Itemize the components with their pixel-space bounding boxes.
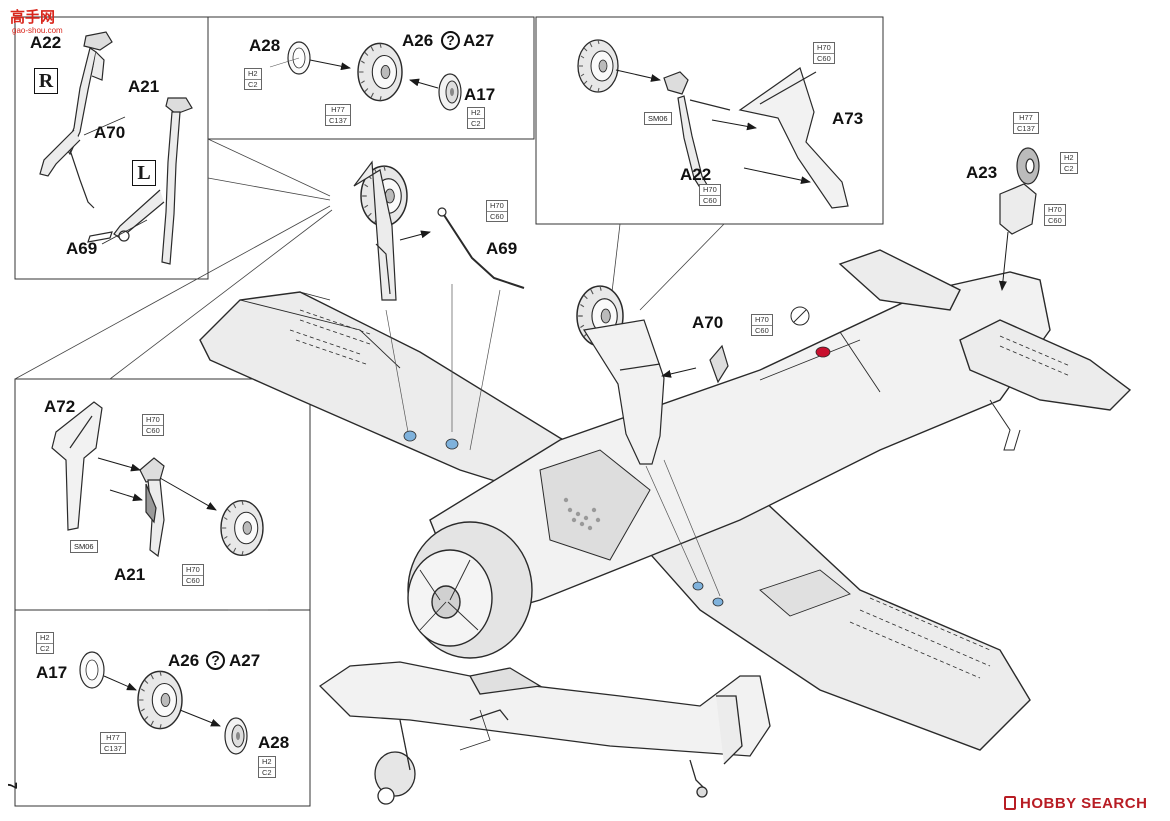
right-leg-drawing bbox=[577, 39, 849, 209]
panel-gear-legs bbox=[14, 16, 209, 280]
page-number: 7 bbox=[5, 782, 20, 790]
paint-code-sm06: SM06 bbox=[70, 540, 98, 553]
label-a69-top: A69 bbox=[66, 239, 98, 258]
label-a26-top: A26 bbox=[402, 31, 434, 50]
paint-code-sm06: SM06 bbox=[644, 112, 672, 125]
alternative-part-icon-bottom: ? bbox=[206, 651, 225, 670]
label-a17-bottom: A17 bbox=[36, 663, 68, 682]
side-label-right: R bbox=[34, 68, 58, 94]
label-a28-top: A28 bbox=[249, 36, 281, 55]
gear-legs-drawing bbox=[39, 31, 193, 265]
left-leg-drawing bbox=[51, 401, 264, 558]
label-a73: A73 bbox=[832, 109, 864, 128]
label-a26-bottom: A26 bbox=[168, 651, 200, 670]
side-label-left: L bbox=[132, 160, 156, 186]
aircraft-side-view bbox=[318, 661, 771, 805]
label-a22-right: A22 bbox=[680, 165, 712, 184]
tail-wheel bbox=[998, 147, 1040, 291]
leader-lines bbox=[14, 138, 725, 611]
label-a72: A72 bbox=[44, 397, 76, 416]
aircraft-main bbox=[199, 249, 1132, 751]
label-a23: A23 bbox=[966, 163, 998, 182]
main-wheel-top-drawing bbox=[269, 41, 462, 111]
attach-points bbox=[403, 430, 724, 607]
label-a69-mid: A69 bbox=[486, 239, 518, 258]
alternative-part-icon-top: ? bbox=[441, 31, 460, 50]
main-gear-right-installed bbox=[576, 285, 729, 597]
label-a28-bottom: A28 bbox=[258, 733, 290, 752]
hobby-search-logo-icon bbox=[1004, 796, 1016, 810]
label-a70-top: A70 bbox=[94, 123, 126, 142]
label-a70-mid: A70 bbox=[692, 313, 724, 332]
label-a27-top: A27 bbox=[463, 31, 495, 50]
hobby-search-watermark: HOBBY SEARCH bbox=[1020, 795, 1148, 812]
label-a21-left: A21 bbox=[114, 565, 146, 584]
site-url-watermark: gao-shou.com bbox=[12, 26, 63, 35]
main-gear-left-installed bbox=[353, 160, 525, 451]
label-a17-top: A17 bbox=[464, 85, 496, 104]
site-watermark: 高手网 bbox=[10, 9, 56, 26]
label-a27-bottom: A27 bbox=[229, 651, 261, 670]
label-a21-top: A21 bbox=[128, 77, 160, 96]
label-a22-top: A22 bbox=[30, 33, 62, 52]
red-marker bbox=[815, 346, 831, 358]
main-wheel-bottom-drawing bbox=[79, 651, 248, 755]
